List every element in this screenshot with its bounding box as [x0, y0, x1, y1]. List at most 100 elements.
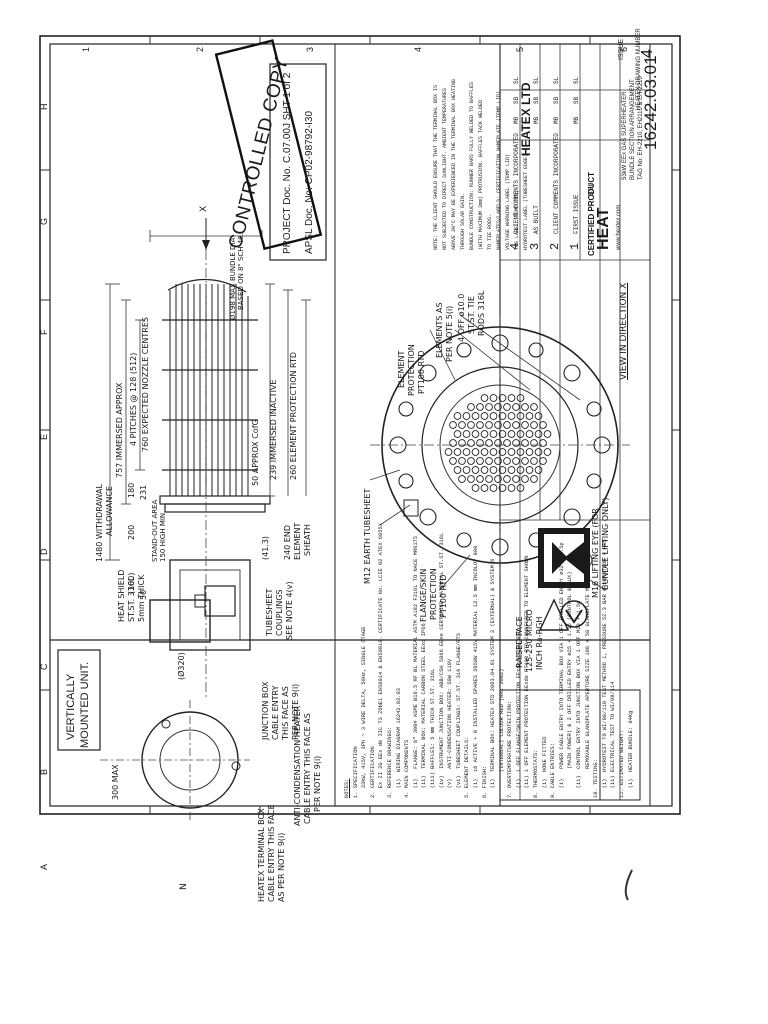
note-line: (i) 16 ACTIVE + 0 INSTALLED SPARES 3058W… — [472, 545, 479, 798]
border-letter-f: F — [39, 329, 49, 336]
note-line: (i) FLANGE: 8" 300# ASME B16.5 RF BL MAT… — [412, 535, 419, 798]
element-tube-end — [507, 484, 516, 492]
element-tube-end — [467, 403, 475, 411]
element-tube-end — [498, 484, 507, 492]
revision-number: 1 — [568, 242, 582, 250]
mounted-unit-label: MOUNTED UNIT. — [79, 661, 91, 748]
heatex-terminal-callout-2: CABLE ENTRY THIS FACE — [267, 804, 276, 902]
issue-label: ISSUE — [618, 38, 625, 60]
border-letter-b: B — [39, 768, 49, 775]
element-tube-end — [489, 484, 498, 492]
element-tube-end — [444, 448, 453, 456]
element-tube-end — [543, 448, 552, 456]
inner-frame — [49, 43, 673, 807]
element-tube-end — [471, 484, 480, 492]
dim-240-end: 240 END — [283, 524, 292, 560]
note-line: (i) HEATER BUNDLE: 94Kg — [627, 710, 634, 798]
element-tube-end — [494, 403, 502, 411]
element-tube-end — [498, 448, 507, 456]
revision-number: 2 — [548, 242, 562, 250]
right-note-line: ABOVE 30°C MAY BE EXPERIENCED IN THE TER… — [451, 78, 457, 250]
element-tube-end — [521, 439, 529, 447]
element-tube-end — [503, 475, 511, 483]
dim-immersed-inactive: 239 IMMERSED INACTIVE — [269, 379, 278, 480]
north-marker: N — [179, 883, 189, 890]
note-line: (i) POWER CABLE ENTRY INTO TERMINAL BOX … — [558, 542, 565, 798]
element-tube-end — [525, 430, 534, 438]
revision-row: 1FIRST ISSUEMBSBSL — [566, 64, 586, 250]
mounted-unit-box — [57, 649, 101, 751]
element-bundle — [169, 284, 249, 496]
view-direction-label: VIEW IN DIRECTION X — [619, 282, 629, 380]
right-note-line: NOTE: THE CLIENT SHOULD ENSURE THAT THE … — [433, 84, 439, 250]
website: www.heatex.com — [616, 204, 622, 250]
element-tube-end — [525, 448, 534, 456]
note-line: 33kW, 415V, 3Ph ~ 3 WIRE DELTA, 50Hz, SI… — [361, 626, 368, 798]
flange-end-view — [370, 315, 630, 575]
tie-rods-callout-3: RODS 316L — [477, 290, 486, 336]
element-tube-end — [534, 466, 543, 474]
element-tube-end — [494, 421, 502, 429]
note-line: 3. REFERENCE DRAWINGS: — [386, 726, 393, 798]
notes-block: NOTES: 1. SPECIFICATION 33kW, 415V, 3Ph … — [343, 523, 635, 798]
element-tube-end — [449, 421, 457, 429]
junction-box-callout-2: CABLE ENTRY — [271, 685, 280, 740]
anti-condensation-callout-2: CABLE ENTRY THIS FACE AS — [303, 713, 312, 824]
heatex-terminal-callout-1: HEATEX TERMINAL BOX — [257, 808, 266, 902]
vertically-label: VERTICALLY — [65, 673, 77, 740]
note-line: (ii) 1 OFF ELEMENT PROTECTION EExde PT10… — [524, 555, 531, 798]
anti-condensation-callout-1: ANTI-CONDENSATION HEATER — [293, 705, 302, 826]
drawing-number: 16242.03.01 — [641, 55, 660, 150]
heatex-terminal-callout-3: AS PER NOTE 9(i) — [277, 832, 286, 902]
element-protection-callout-1: ELEMENT — [397, 350, 406, 388]
element-tube-end — [489, 394, 498, 402]
element-tube-end — [467, 439, 475, 447]
element-tube-end — [530, 457, 538, 465]
element-tube-end — [485, 421, 493, 429]
element-tube-end — [480, 466, 489, 474]
element-tube-end — [485, 457, 493, 465]
right-note-line: THROUGH SOLAR GAIN. — [460, 192, 466, 250]
element-tube-end — [498, 466, 507, 474]
element-tube-end — [539, 421, 547, 429]
revision-checked: SB — [553, 96, 560, 104]
standout-area: STAND-OUT AREA — [151, 499, 159, 562]
element-tube-end — [516, 394, 525, 402]
element-tube-end — [494, 475, 502, 483]
revision-by: MB — [573, 116, 580, 124]
element-tube-end — [503, 457, 511, 465]
element-tube-end — [512, 457, 520, 465]
bundle-dia: Ø198 MAX BUNDLE DIA — [229, 237, 237, 320]
junction-box-callout-3: THIS FACE AS — [281, 686, 290, 740]
element-tube-end — [458, 421, 466, 429]
element-tube-end — [525, 412, 534, 420]
ex-logo — [538, 598, 570, 631]
element-tube-end — [530, 439, 538, 447]
elements-as-callout-1: ELEMENTS AS — [435, 302, 444, 358]
element-tube-end — [512, 439, 520, 447]
revision-approved: SL — [573, 76, 580, 84]
revision-approved: SL — [533, 76, 540, 84]
project-doc-number: PROJECT Doc. No. C.07.00J SHT 1 of 2 — [282, 72, 293, 254]
revision-by: MB — [553, 116, 560, 124]
apsl-doc-number: APSL Doc. No: CP02-98792-I30 — [304, 110, 315, 254]
element-tube-end — [489, 448, 498, 456]
border-letter-d: D — [39, 548, 49, 556]
element-tube-end — [539, 439, 547, 447]
element-tube-end — [458, 457, 466, 465]
note-line: (vi) TUBESHEET COUPLINGS: ST.ST. 316 FLA… — [455, 633, 462, 798]
note-line: Ex II 2G EEx de IIC T3 ZONE1 EN50014 & E… — [378, 523, 385, 798]
border-number-5: 5 — [515, 46, 525, 52]
element-tube-end — [516, 430, 525, 438]
element-tube-end — [512, 403, 520, 411]
dim-withdrawal: 1480 WITHDRAWAL — [95, 484, 104, 562]
element-tube-end — [498, 430, 507, 438]
right-note-line: NAMEPLATES/LABELS: CERTIFICATION NAMEPLA… — [496, 90, 502, 250]
element-tube-end — [476, 457, 484, 465]
element-tube-end — [516, 466, 525, 474]
element-tube-end — [534, 448, 543, 456]
element-tube-end — [467, 457, 475, 465]
element-tube-end — [530, 403, 538, 411]
element-tube-end — [507, 448, 516, 456]
